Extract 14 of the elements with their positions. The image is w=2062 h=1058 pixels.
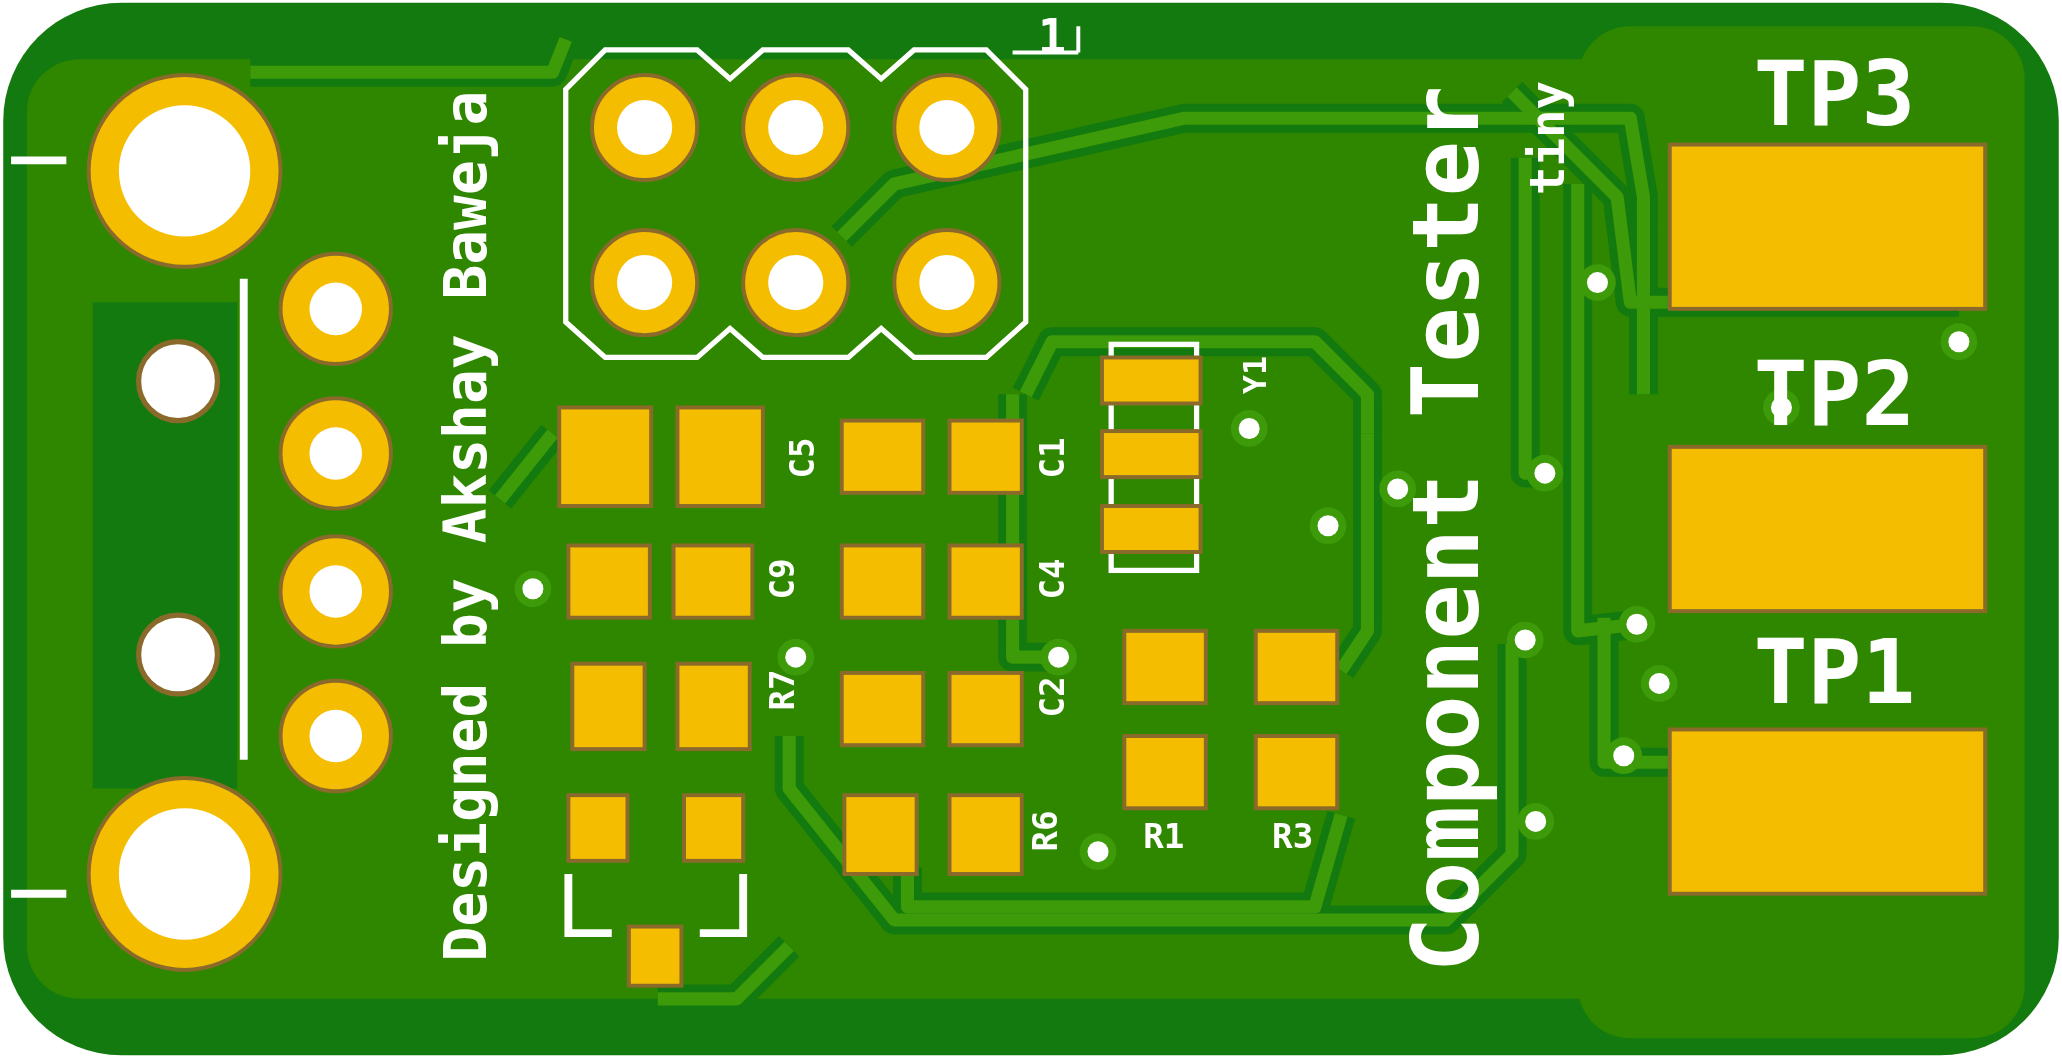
- silkscreen-label: Y1: [1240, 355, 1272, 394]
- silkscreen-label: R6: [1028, 810, 1063, 852]
- silkscreen-label: C1: [1034, 437, 1070, 479]
- silkscreen-label: C5: [785, 437, 820, 479]
- silkscreen-label: C4: [1034, 558, 1070, 600]
- silkscreen-label: R7: [765, 669, 800, 711]
- silkscreen-label: R1: [1143, 819, 1185, 854]
- silkscreen-label: C9: [765, 558, 800, 600]
- silkscreen-label: R3: [1272, 819, 1314, 854]
- silkscreen-label: C2: [1034, 676, 1070, 718]
- silkscreen-label: TP3: [1753, 49, 1916, 140]
- silkscreen-label: Designed by Akshay Baweja: [437, 90, 496, 962]
- silkscreen-label: TP1: [1753, 628, 1916, 718]
- silkscreen-label: tiny: [1524, 81, 1572, 196]
